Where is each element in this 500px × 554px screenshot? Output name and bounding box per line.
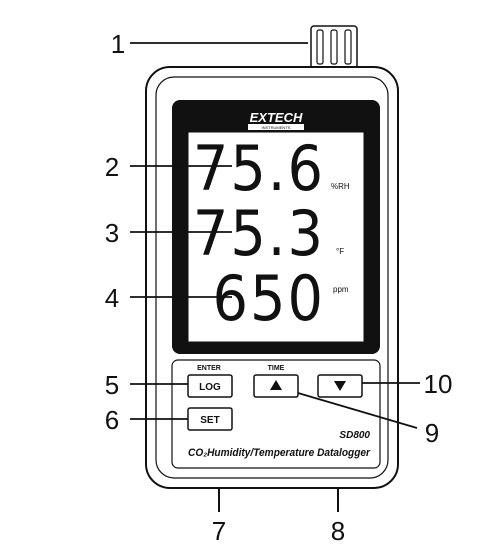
enter-caption: ENTER: [197, 365, 221, 372]
lcd-screen: [187, 131, 365, 343]
model-number: SD800: [339, 430, 370, 441]
co2-reading: 650: [213, 262, 325, 335]
down-button[interactable]: [317, 374, 363, 398]
set-button-label: SET: [200, 415, 219, 426]
down-arrow-icon: [334, 381, 346, 391]
up-button[interactable]: [253, 374, 299, 398]
temperature-reading: 75.3: [193, 197, 325, 270]
log-button-label: LOG: [199, 382, 221, 393]
temperature-unit: °F: [336, 247, 344, 256]
log-button[interactable]: LOG: [187, 374, 233, 398]
up-arrow-icon: [270, 380, 282, 390]
callout-8: 8: [331, 516, 345, 546]
callout-6: 6: [105, 405, 119, 435]
humidity-reading: 75.6: [193, 132, 325, 205]
callout-10: 10: [424, 369, 453, 399]
co2-unit: ppm: [333, 285, 349, 294]
callout-4: 4: [105, 283, 119, 313]
brand-name: EXTECH: [250, 110, 303, 125]
brand-subtitle: INSTRUMENTS: [262, 125, 291, 130]
time-caption: TIME: [268, 365, 285, 372]
device-description: CO₂Humidity/Temperature Datalogger: [188, 447, 371, 459]
callout-2: 2: [105, 152, 119, 182]
callout-5: 5: [105, 370, 119, 400]
set-button[interactable]: SET: [187, 407, 233, 431]
callout-lines: [130, 42, 420, 429]
humidity-unit: %RH: [331, 182, 350, 191]
sensor-probe: [310, 25, 358, 71]
callout-3: 3: [105, 218, 119, 248]
callout-9: 9: [425, 418, 439, 448]
callout-1: 1: [111, 29, 125, 59]
callout-7: 7: [212, 516, 226, 546]
